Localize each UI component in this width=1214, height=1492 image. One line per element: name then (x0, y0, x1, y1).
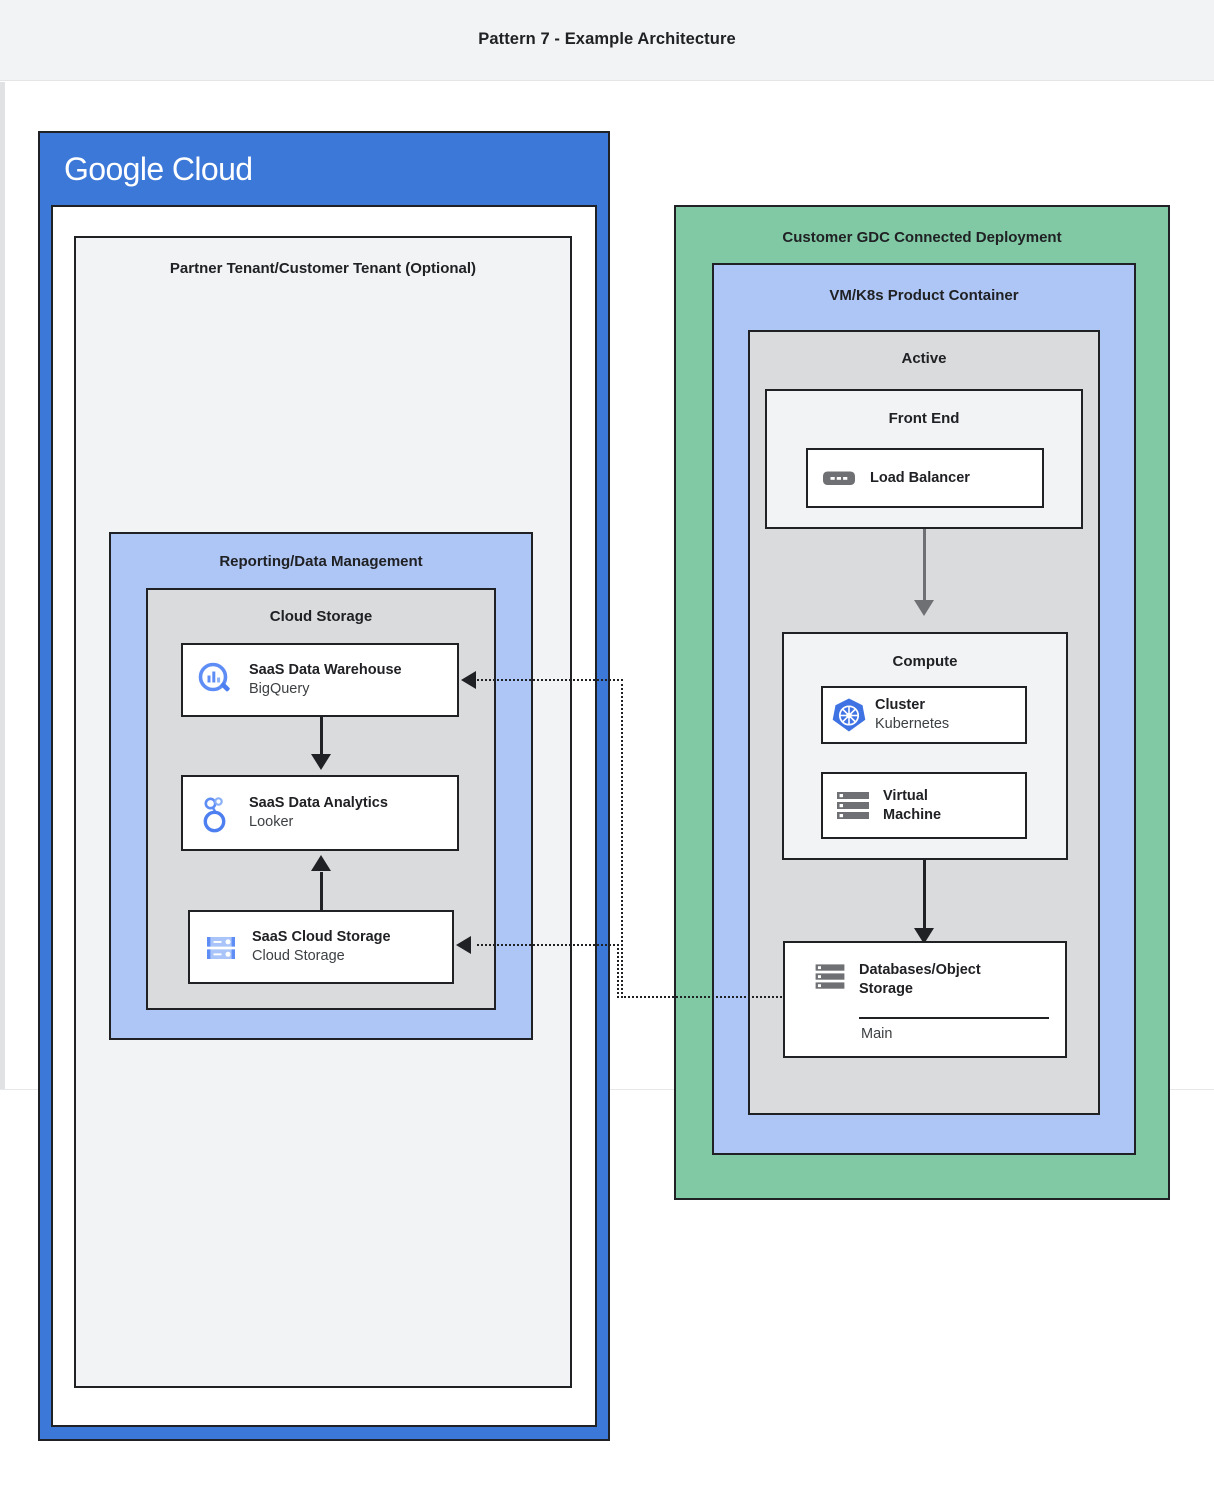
node-virtual-machine[interactable]: Virtual Machine (821, 772, 1027, 839)
node-title: SaaS Data Warehouse (249, 662, 402, 679)
node-label-group: SaaS Cloud Storage Cloud Storage (252, 928, 391, 965)
dotted-arrowhead-bigquery (461, 671, 476, 689)
kubernetes-icon (823, 686, 875, 744)
node-title: SaaS Data Analytics (249, 795, 388, 812)
gdc-label: Customer GDC Connected Deployment (782, 229, 1062, 246)
cloud-storage-group-label: Cloud Storage (269, 608, 373, 625)
node-subtitle: Looker (249, 814, 294, 830)
arrow-compute-to-database-head (914, 928, 934, 944)
db-title: Databases/Object (859, 962, 981, 978)
node-databases-object-storage[interactable]: Databases/Object Storage Main (783, 941, 1067, 1058)
node-saas-data-warehouse[interactable]: SaaS Data Warehouse BigQuery (181, 643, 459, 717)
node-label-group: Cluster Kubernetes (875, 696, 949, 733)
product-container-label: VM/K8s Product Container (829, 287, 1019, 304)
node-title-line2: Machine (883, 806, 942, 823)
partner-tenant-label: Partner Tenant/Customer Tenant (Optional… (169, 260, 477, 277)
front-end-label: Front End (888, 410, 960, 427)
node-label-group: SaaS Data Analytics Looker (249, 794, 388, 831)
database-icon (801, 961, 859, 993)
bigquery-icon (183, 643, 249, 717)
compute-label: Compute (892, 653, 958, 670)
node-subtitle: Cloud Storage (252, 948, 345, 964)
node-label-group: SaaS Data Warehouse BigQuery (249, 661, 402, 698)
db-header-row: Databases/Object Storage (785, 943, 1065, 1000)
arrow-cloudstorage-to-looker-line (320, 872, 323, 912)
dotted-branch-to-bigquery (477, 679, 623, 681)
dotted-arrowhead-cloudstorage (456, 936, 471, 954)
db-title-line2: Storage (859, 981, 913, 998)
wordmark-google: Google (64, 151, 164, 187)
dotted-trunk-vertical (621, 679, 623, 998)
active-label: Active (901, 350, 947, 367)
db-label-group: Databases/Object Storage (859, 961, 981, 1000)
arrow-compute-to-database-line (923, 860, 926, 933)
dotted-branch-cloudstorage-riser (617, 944, 619, 998)
node-title: Virtual (883, 787, 928, 804)
node-title: SaaS Cloud Storage (252, 929, 391, 946)
arrow-bigquery-to-looker-head (311, 754, 331, 770)
node-title: Cluster (875, 697, 925, 714)
node-title: Load Balancer (870, 469, 970, 486)
node-saas-cloud-storage[interactable]: SaaS Cloud Storage Cloud Storage (188, 910, 454, 984)
page-title: Pattern 7 - Example Architecture (478, 30, 736, 48)
cloud-storage-icon (190, 910, 252, 984)
looker-icon (183, 775, 249, 851)
arrow-bigquery-to-looker-line (320, 717, 323, 761)
page-edge-hairline (0, 82, 5, 1090)
load-balancer-icon (808, 448, 870, 508)
google-cloud-wordmark: Google Cloud (64, 151, 253, 188)
arrow-cloudstorage-to-looker-head (311, 855, 331, 871)
node-saas-data-analytics[interactable]: SaaS Data Analytics Looker (181, 775, 459, 851)
dotted-db-to-trunk-horizontal (621, 996, 785, 998)
db-divider (859, 1017, 1049, 1019)
node-subtitle: Kubernetes (875, 716, 950, 732)
reporting-label: Reporting/Data Management (219, 553, 423, 570)
arrow-frontend-to-compute-line (923, 529, 926, 605)
node-load-balancer[interactable]: Load Balancer (806, 448, 1044, 508)
wordmark-cloud: Cloud (171, 151, 253, 187)
node-label-group: Virtual Machine (883, 787, 941, 824)
arrow-frontend-to-compute-head (914, 600, 934, 616)
dotted-branch-to-cloudstorage (477, 944, 619, 946)
db-section-label: Main (861, 1026, 893, 1042)
node-cluster-kubernetes[interactable]: Cluster Kubernetes (821, 686, 1027, 744)
node-subtitle: BigQuery (249, 681, 310, 697)
virtual-machine-icon (823, 772, 883, 839)
node-label-group: Load Balancer (870, 469, 970, 488)
title-bar: Pattern 7 - Example Architecture (0, 0, 1214, 81)
